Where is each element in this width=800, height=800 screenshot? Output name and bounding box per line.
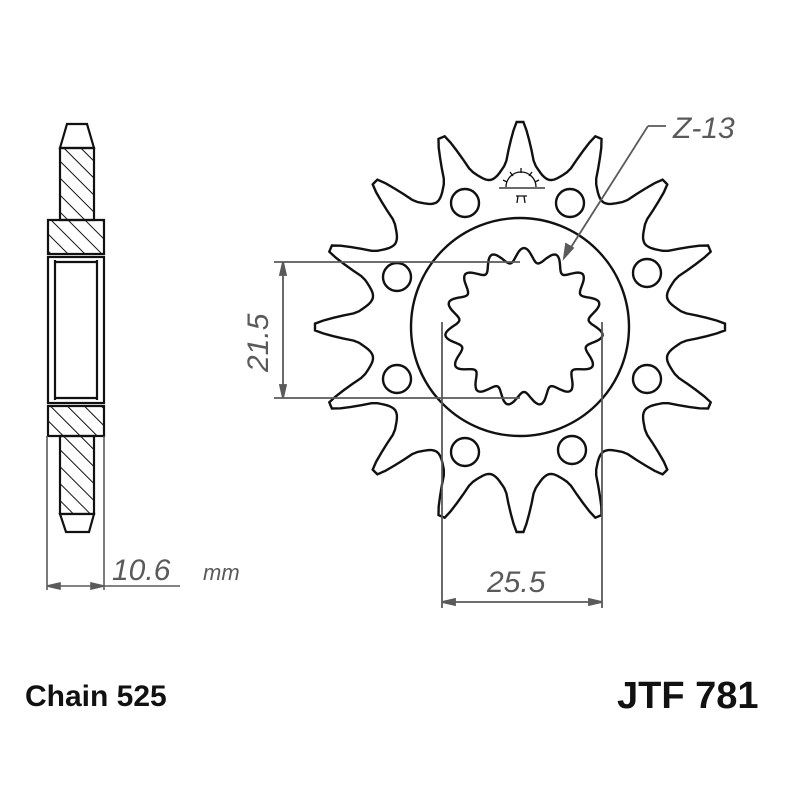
hub-ring [409,216,631,438]
brand-logo-icon [499,168,545,204]
part-number-label: JTF 781 [617,675,759,717]
bolt-hole [554,187,586,219]
spline-height-value: 21.5 [242,313,275,373]
thickness-unit: mm [203,560,240,585]
spline-width-value: 25.5 [486,566,546,599]
bolt-hole [556,434,588,466]
bolt-hole [449,187,481,219]
thickness-dimension [46,436,180,591]
teeth-callout-leader [562,125,666,261]
bolt-hole [381,261,413,293]
chain-size-label: Chain 525 [25,680,167,713]
bolt-hole [631,257,663,289]
spline-bore [444,246,604,406]
bolt-hole [631,363,663,395]
bolt-hole [381,363,413,395]
spline-height-dimension [274,261,520,399]
spline-width-dimension [441,322,603,608]
thickness-value: 10.6 [112,554,171,587]
bolt-hole [449,436,481,468]
side-profile [46,122,106,534]
sprocket-teeth-outline [313,120,727,534]
teeth-callout: Z-13 [672,112,735,145]
sprocket-front-view [313,120,727,534]
bolt-holes [381,187,663,468]
